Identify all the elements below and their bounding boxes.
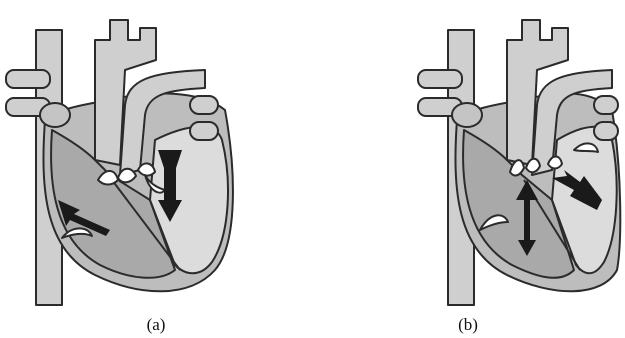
caption-a: (a): [0, 315, 312, 335]
caption-b: (b): [312, 315, 624, 335]
heart-diagram-systole: [312, 0, 624, 338]
panel-b: (b): [312, 0, 624, 338]
atrium-oval: [40, 103, 70, 127]
atrium-oval: [452, 103, 482, 127]
panel-a: (a): [0, 0, 312, 338]
heart-diagram-diastole: [0, 0, 312, 338]
